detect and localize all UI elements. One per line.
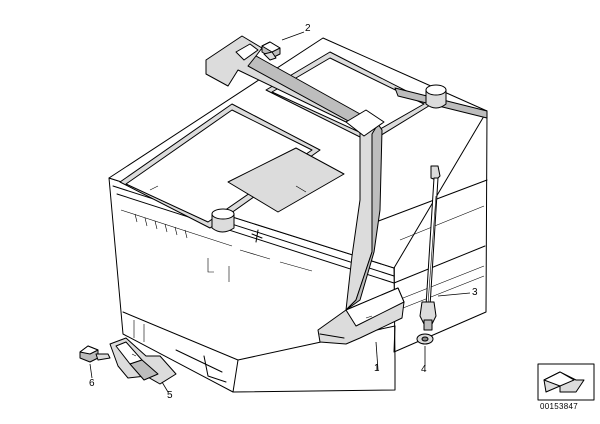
washer [416, 333, 434, 345]
positive-terminal [425, 84, 447, 109]
callout-1: 1 [374, 363, 380, 374]
leader-lines [89, 31, 471, 393]
direction-arrow-icon [537, 363, 595, 401]
leader-1 [375, 341, 379, 371]
callout-3: 3 [472, 287, 478, 298]
battery-holding-bracket [205, 35, 405, 345]
bolt-2 [261, 41, 281, 61]
leader-2 [281, 31, 305, 41]
callout-4: 4 [421, 364, 427, 375]
leader-5 [161, 381, 169, 393]
document-number: 00153847 [540, 402, 578, 411]
callout-6: 6 [89, 378, 95, 389]
tie-rod [419, 165, 441, 331]
battery [108, 37, 488, 393]
leader-3 [437, 292, 471, 297]
callout-2: 2 [305, 23, 311, 34]
retaining-clamp [109, 337, 177, 385]
leader-6 [89, 363, 93, 379]
bolt-6 [79, 345, 111, 363]
callout-5: 5 [167, 390, 173, 401]
negative-terminal [211, 208, 235, 233]
